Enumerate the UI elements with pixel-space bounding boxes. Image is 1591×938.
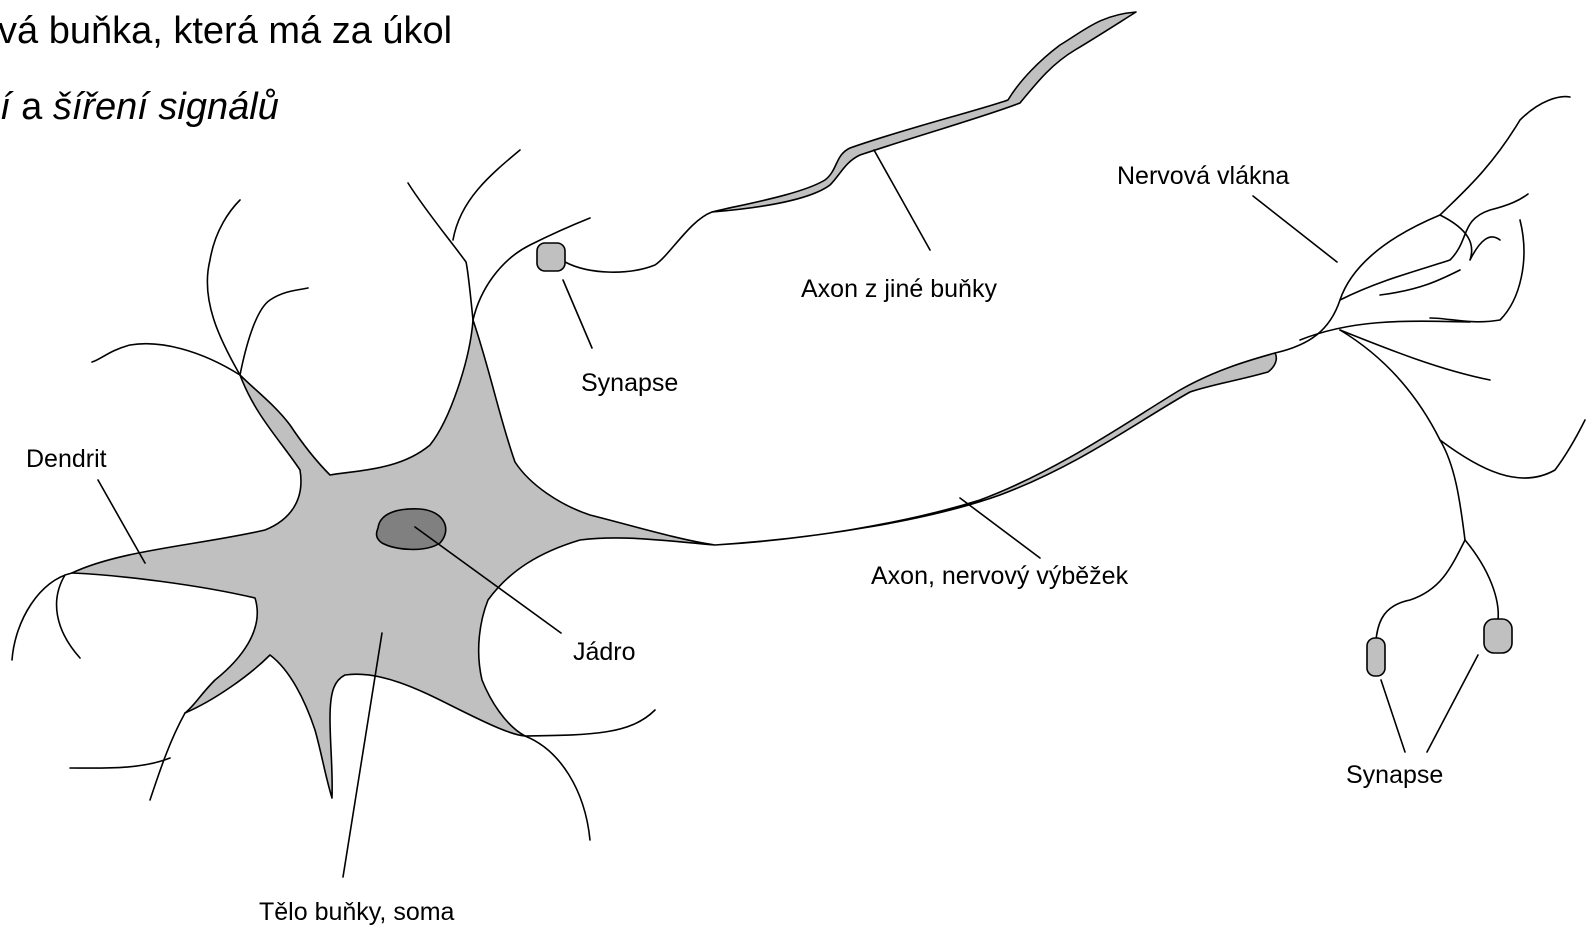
nerve-fiber — [1340, 330, 1465, 540]
nerve-fiber — [1300, 321, 1470, 340]
dendrite-branch — [57, 575, 80, 658]
dendrite-branch — [207, 200, 240, 375]
nerve-fiber — [1430, 220, 1524, 322]
label-synapse-bottom: Synapse — [1346, 761, 1443, 789]
axon-other-thin — [565, 212, 712, 272]
dendrite-branch — [240, 288, 308, 375]
nucleus — [377, 509, 446, 550]
dendrite-branch — [150, 713, 185, 800]
dendrite-branch — [525, 736, 590, 840]
leader-axon-main — [960, 498, 1040, 558]
nerve-fiber — [1380, 270, 1460, 295]
leader-synapse-bottom-right — [1427, 655, 1478, 752]
synapse-top — [537, 243, 565, 271]
label-synapse-top: Synapse — [581, 369, 678, 397]
label-soma: Tělo buňky, soma — [259, 898, 455, 926]
dendrite-branch — [408, 183, 473, 320]
synapse-bottom-left — [1367, 638, 1385, 676]
nerve-fiber — [1440, 215, 1500, 260]
label-axon-main: Axon, nervový výběžek — [871, 562, 1129, 590]
nerve-fiber — [1340, 194, 1528, 300]
label-axon-other-cell: Axon z jiné buňky — [801, 275, 997, 303]
leader-synapse-top — [563, 280, 592, 348]
nerve-fiber — [1275, 97, 1570, 353]
dendrite-branch — [12, 573, 72, 660]
dendrite-branch — [473, 218, 590, 320]
label-nerve-fibers: Nervová vlákna — [1117, 162, 1289, 190]
nerve-fiber — [1340, 330, 1490, 380]
dendrite-branch — [453, 150, 520, 240]
dendrite-branch — [525, 710, 655, 736]
axon-other-cell — [712, 12, 1136, 212]
label-nucleus: Jádro — [573, 638, 636, 666]
leader-dendrit — [98, 480, 145, 563]
dendrite-branch — [92, 344, 240, 375]
label-dendrit: Dendrit — [26, 445, 107, 473]
nerve-fiber — [1465, 540, 1498, 620]
synapse-bottom-right — [1484, 619, 1512, 653]
leader-synapse-bottom-left — [1381, 680, 1405, 752]
dendrite-branch — [70, 758, 170, 768]
nerve-fiber — [1440, 420, 1585, 478]
leader-nerve-fibers — [1253, 196, 1337, 262]
leader-axon-other — [874, 150, 930, 250]
nerve-fiber — [1376, 540, 1465, 640]
